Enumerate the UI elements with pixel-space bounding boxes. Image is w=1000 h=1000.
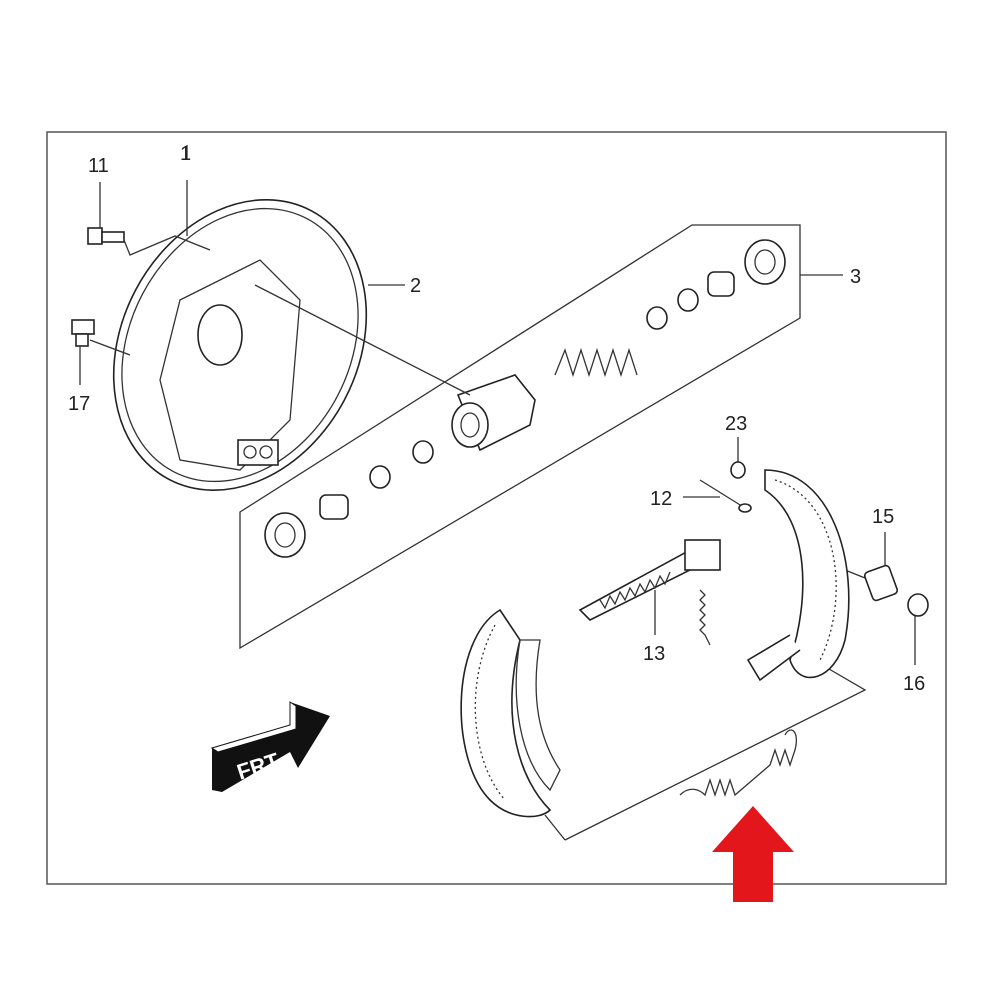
highlight-arrow xyxy=(712,806,794,902)
callout-17: 17 xyxy=(68,393,90,415)
return-spring xyxy=(679,729,797,798)
pin-12 xyxy=(699,479,752,513)
callout-3: 3 xyxy=(850,266,861,288)
callout-16: 16 xyxy=(903,673,925,695)
wheel-cylinder-parts xyxy=(264,239,786,558)
callout-2: 2 xyxy=(410,275,421,297)
backing-plate xyxy=(112,199,368,491)
callout-1: 1 xyxy=(180,143,191,165)
adjuster-13 xyxy=(578,539,721,646)
brake-shoe-rear xyxy=(460,608,561,818)
callout-23: 23 xyxy=(725,413,747,435)
washer-23 xyxy=(730,461,746,479)
callout-11: 11 xyxy=(88,155,109,177)
bolt-11 xyxy=(87,227,125,245)
callout-13: 13 xyxy=(643,643,665,665)
diagram-frame xyxy=(46,131,947,885)
bleeder-17 xyxy=(71,319,95,347)
wheel-cylinder-group-box xyxy=(239,224,801,650)
front-direction-arrow: FRT xyxy=(210,701,330,792)
brake-shoe-front xyxy=(746,469,850,682)
spring-15 xyxy=(863,564,899,602)
callout-15: 15 xyxy=(872,506,894,528)
callout-12: 12 xyxy=(650,488,672,510)
cap-16 xyxy=(907,593,929,617)
